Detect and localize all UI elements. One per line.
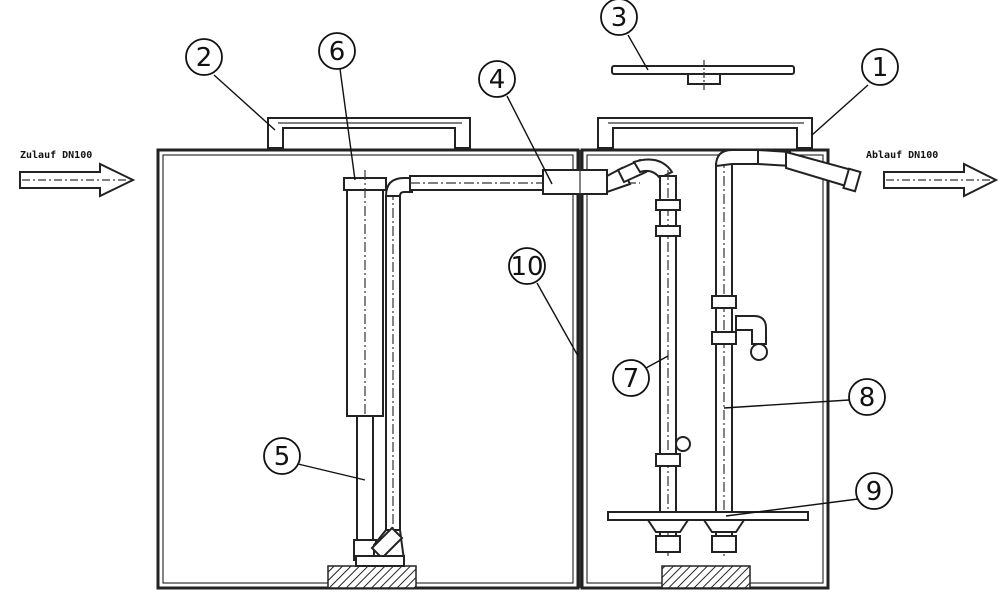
callout-2-label: 2 [196, 43, 213, 73]
callout-6-label: 6 [329, 37, 346, 67]
outlet-label: Ablauf DN100 [866, 150, 938, 161]
callout-5-circle [263, 437, 301, 475]
callout-9-circle [855, 472, 893, 510]
callout-6-leader [339, 68, 356, 181]
right-tank [580, 117, 830, 590]
callout-8-circle [848, 378, 886, 416]
inlet-label: Zulauf DN100 [20, 150, 92, 161]
callout-9-label: 9 [866, 477, 883, 507]
callout-7-label: 7 [623, 364, 640, 394]
callout-8-leader [723, 399, 850, 409]
callout-1-label: 1 [872, 53, 889, 83]
inlet-arrow [19, 162, 136, 198]
callout-10-leader [536, 282, 579, 357]
callout-4-leader [506, 95, 553, 185]
connector-pipe [606, 158, 674, 194]
callout-5-leader [297, 463, 366, 481]
device-4 [542, 169, 608, 195]
transfer-pipe [409, 175, 640, 191]
callout-7-leader [645, 355, 669, 369]
left-riser-pipe [355, 177, 413, 567]
outlet-arrow [883, 162, 999, 198]
callout-6-circle [318, 32, 356, 70]
callout-3-circle [600, 0, 638, 36]
callout-4-label: 4 [489, 65, 506, 95]
callout-3-label: 3 [611, 3, 628, 33]
lid [611, 60, 795, 90]
callout-3-leader [627, 34, 649, 71]
callout-10-label: 10 [510, 252, 543, 282]
callout-10-circle [508, 247, 546, 285]
callout-1-leader [811, 84, 869, 136]
pipe-5 [353, 415, 377, 561]
callout-2-leader [213, 74, 276, 131]
callout-7-circle [612, 359, 650, 397]
callout-8-label: 8 [859, 383, 876, 413]
left-tank [156, 117, 580, 590]
plate-9 [607, 511, 809, 533]
pipe-8 [711, 148, 862, 556]
callout-1-circle [861, 48, 899, 86]
pipe-7 [655, 170, 691, 556]
callout-4-circle [478, 60, 516, 98]
callout-9-leader [725, 498, 859, 517]
callout-2-circle [185, 38, 223, 76]
callout-5-label: 5 [274, 442, 291, 472]
